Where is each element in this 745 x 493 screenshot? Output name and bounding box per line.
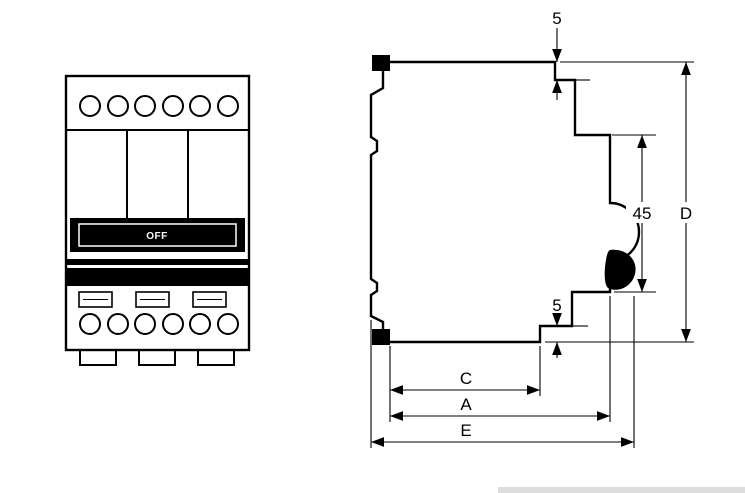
dim-label-bottom-5: 5	[552, 296, 561, 315]
dimension-e: E	[371, 421, 634, 447]
bottom-terminal-slots	[78, 291, 227, 308]
front-stripe	[66, 268, 249, 286]
dimension-d: D	[545, 61, 698, 343]
bottom-terminal-screws	[79, 313, 239, 335]
mounting-tab	[197, 349, 235, 366]
front-stripe	[66, 259, 249, 265]
toggle-switch: OFF	[70, 218, 245, 252]
dim-label-e: E	[460, 421, 471, 440]
dimensions: 5 D 45 5	[370, 9, 698, 448]
top-terminal-screws	[79, 95, 239, 117]
mounting-tab	[79, 349, 117, 366]
dim-label-c: C	[460, 369, 472, 388]
dimension-top-5: 5	[552, 9, 590, 100]
dimension-c: C	[390, 369, 540, 395]
bottom-edge-strip	[498, 487, 745, 493]
front-view: OFF	[64, 74, 251, 366]
switch-state-label: OFF	[146, 231, 168, 242]
bottom-rear-clamp	[372, 329, 390, 345]
side-profile	[369, 60, 641, 344]
toggle-handle	[604, 249, 636, 290]
dim-label-a: A	[460, 395, 472, 414]
dim-label-top-5: 5	[552, 9, 561, 28]
dim-label-45: 45	[633, 204, 652, 223]
side-view	[369, 55, 641, 345]
dimension-bottom-5: 5	[552, 296, 588, 358]
dim-label-d: D	[680, 204, 692, 223]
dimension-45: 45	[612, 134, 658, 293]
top-rear-clamp	[372, 55, 390, 71]
mounting-tab	[138, 349, 176, 366]
breaker-body	[64, 74, 251, 352]
dimension-a: A	[390, 395, 610, 421]
toggle-outline	[78, 223, 237, 247]
